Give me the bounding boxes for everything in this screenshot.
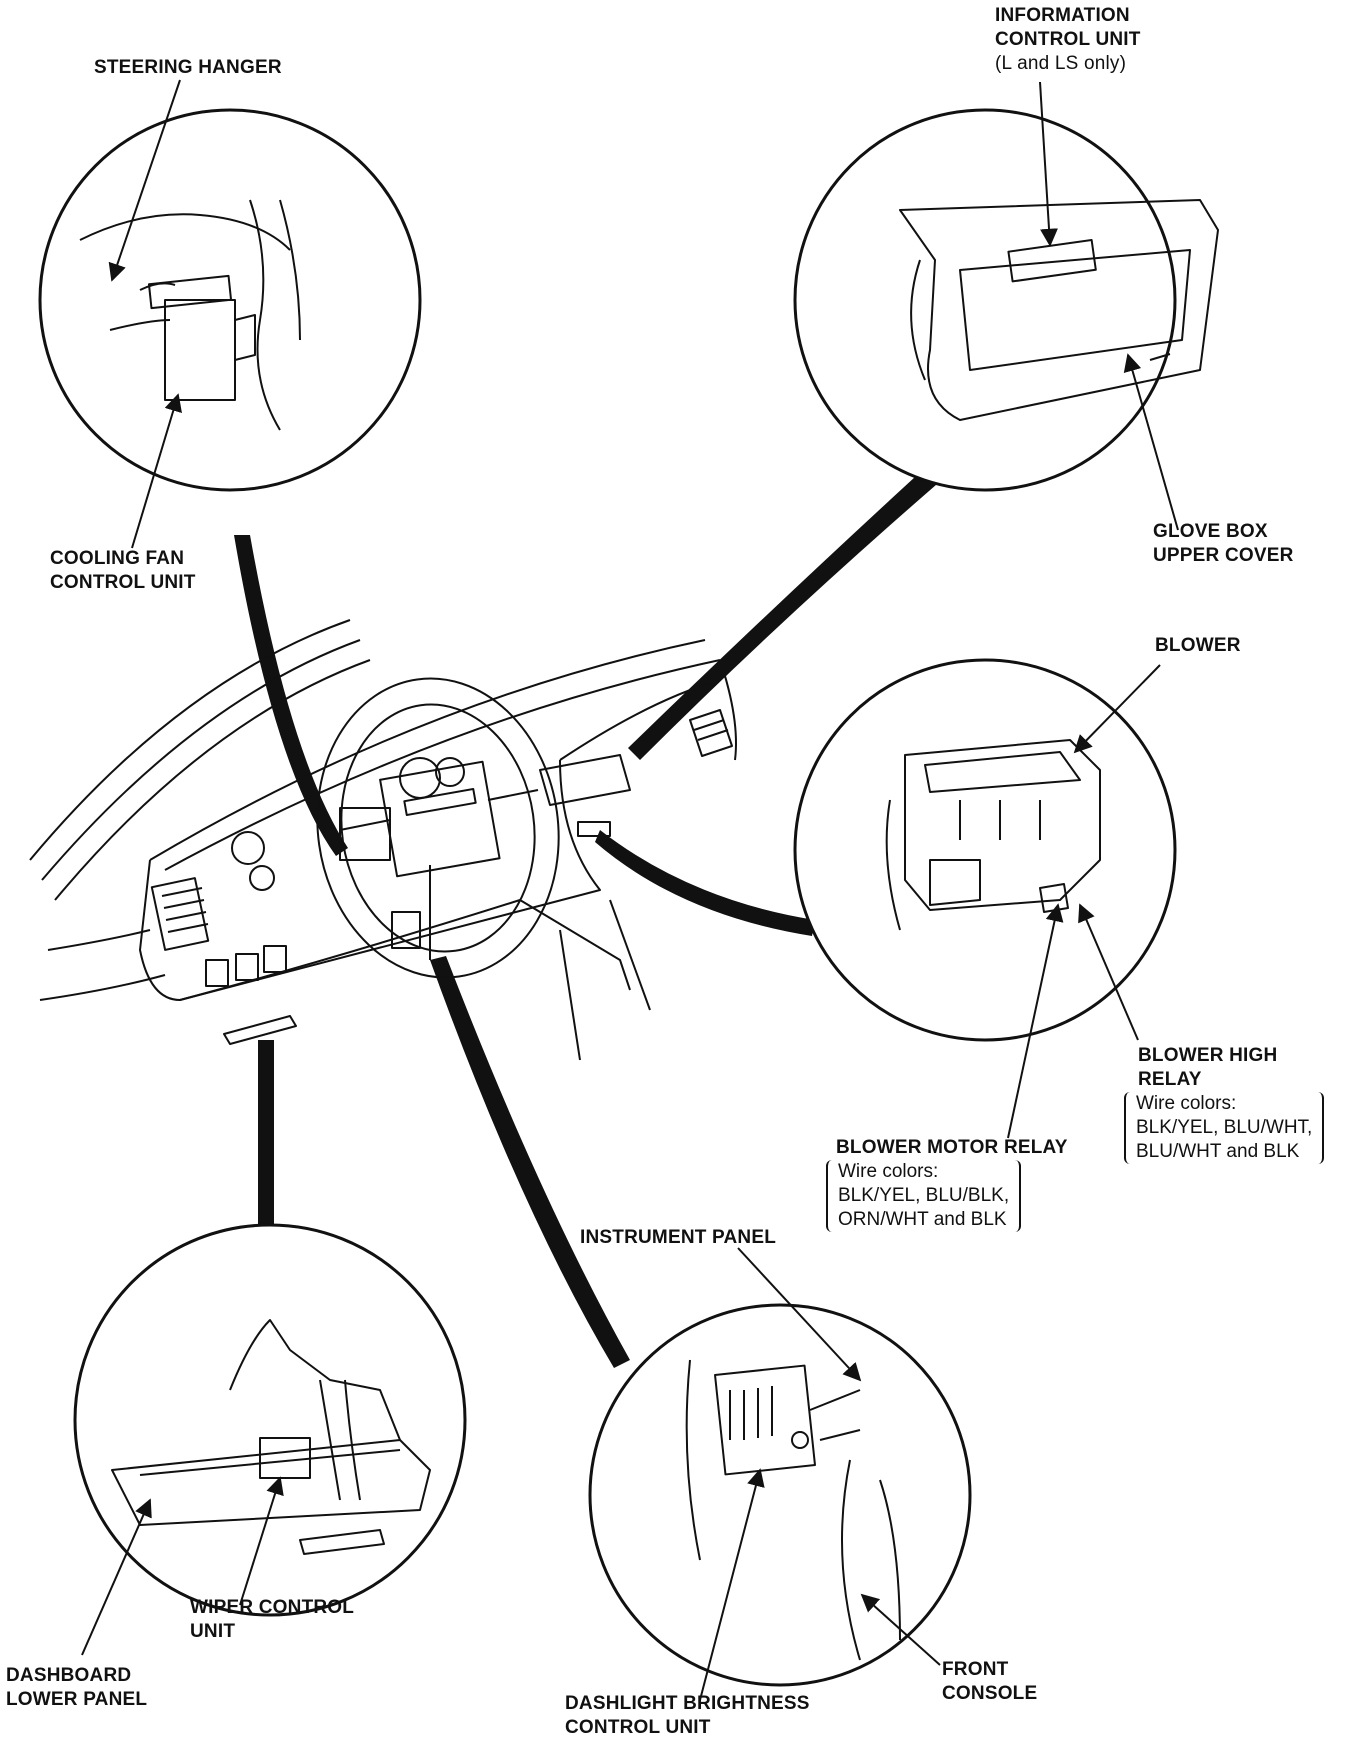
band-cooling-fan: [234, 535, 348, 856]
leader-glove-box: [1123, 353, 1179, 531]
inset-dashlight: [685, 1359, 901, 1661]
leader-lines: [81, 79, 1179, 1701]
band-wiper: [258, 1040, 274, 1230]
circle-dashlight: [588, 1303, 972, 1687]
inset-cooling-fan: [79, 199, 301, 431]
label-dashboard-lower-panel: DASHBOARD LOWER PANEL: [6, 1665, 148, 1710]
leader-blower: [1073, 664, 1161, 754]
leader-dashlight: [699, 1468, 765, 1701]
blower-high-wire-colors: Wire colors: BLK/YEL, BLU/WHT, BLU/WHT a…: [1124, 1092, 1325, 1164]
leader-instrument-panel: [737, 1247, 862, 1382]
leader-blower-motor: [1007, 903, 1064, 1139]
label-steering-hanger: STEERING HANGER: [94, 57, 282, 78]
leader-steering-hanger: [108, 79, 181, 282]
leader-blower-high: [1078, 903, 1139, 1041]
inset-wiper: [111, 1319, 431, 1555]
label-glove-box-upper-cover: GLOVE BOX UPPER COVER: [1153, 521, 1294, 566]
callout-circles: [38, 108, 1177, 1687]
dashboard-illustration: [29, 619, 737, 1061]
leader-front-console: [860, 1593, 941, 1666]
leader-information: [1039, 81, 1058, 247]
blower-motor-wire-colors: Wire colors: BLK/YEL, BLU/BLK, ORN/WHT a…: [826, 1160, 1022, 1232]
leader-dashboard-lower: [81, 1498, 152, 1656]
band-blower: [595, 830, 815, 936]
circle-blower: [793, 658, 1177, 1042]
band-dashlight: [430, 956, 630, 1368]
label-blower-high-relay: BLOWER HIGH RELAY: [1138, 1045, 1278, 1090]
label-blower: BLOWER: [1155, 635, 1241, 656]
band-information: [628, 465, 944, 760]
leader-wiper: [239, 1476, 284, 1606]
label-blower-motor-relay: BLOWER MOTOR RELAY: [836, 1137, 1068, 1158]
label-cooling-fan-control-unit: COOLING FAN CONTROL UNIT: [50, 548, 196, 593]
label-wiper-control-unit: WIPER CONTROL UNIT: [190, 1597, 355, 1642]
label-information-control-unit: INFORMATION CONTROL UNIT (L and LS only): [995, 5, 1141, 74]
connector-bands: [234, 465, 944, 1368]
label-instrument-panel: INSTRUMENT PANEL: [580, 1227, 777, 1248]
circle-wiper: [73, 1223, 467, 1617]
label-front-console: FRONT CONSOLE: [942, 1659, 1038, 1704]
inset-information: [899, 199, 1219, 421]
leader-cooling-fan: [131, 393, 182, 549]
circle-information: [793, 108, 1177, 492]
label-dashlight-brightness-control-unit: DASHLIGHT BRIGHTNESS CONTROL UNIT: [565, 1693, 810, 1738]
